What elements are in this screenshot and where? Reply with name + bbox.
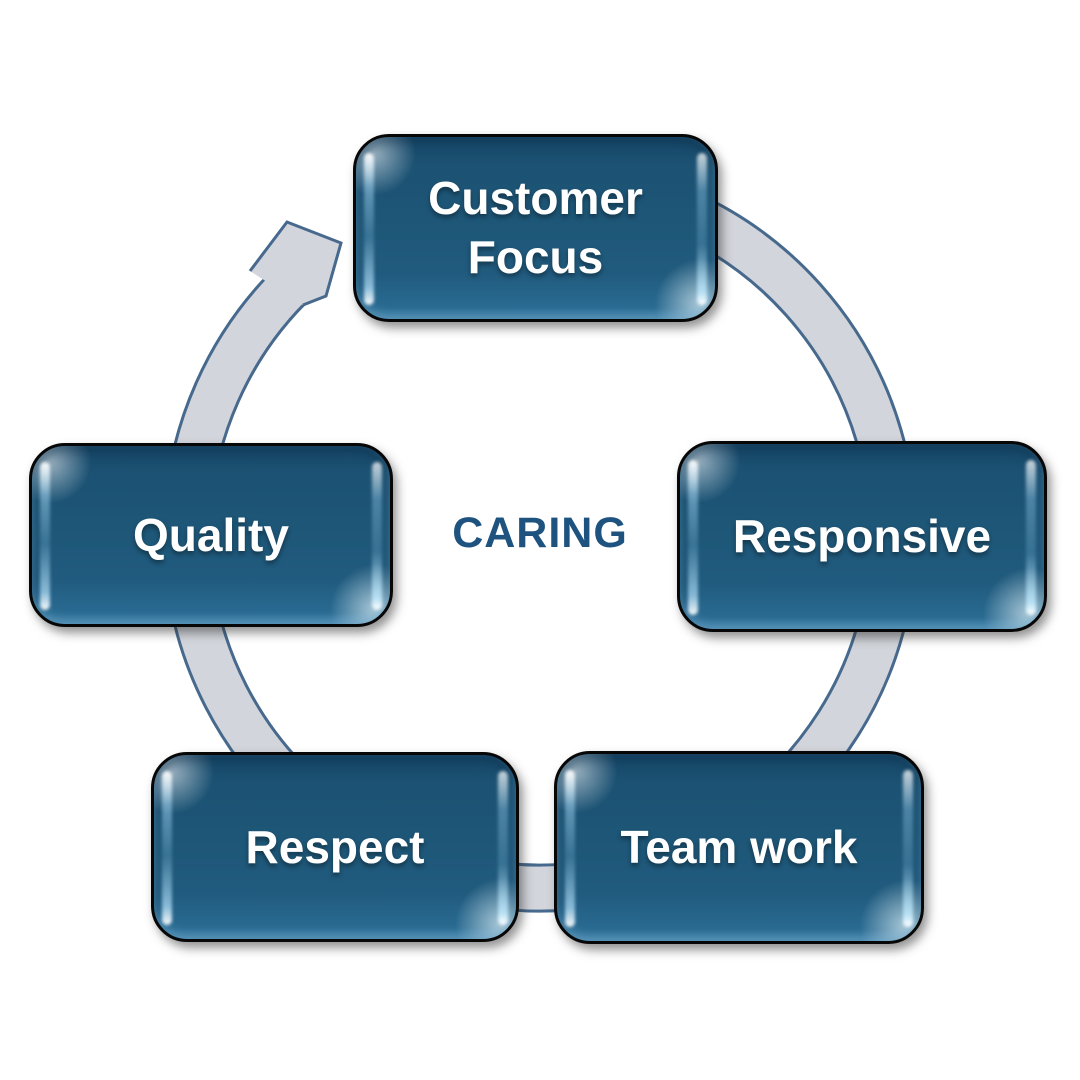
node-responsive: Responsive bbox=[677, 441, 1047, 632]
node-label: Responsive bbox=[732, 510, 992, 563]
node-label: Quality bbox=[133, 508, 289, 561]
node-respect: Respect bbox=[151, 752, 519, 942]
center-label: CARING bbox=[452, 509, 628, 557]
node-label: Respect bbox=[245, 820, 425, 873]
node-label: Team work bbox=[620, 821, 858, 874]
node-label: Customer Focus bbox=[428, 172, 643, 283]
node-customer-focus: Customer Focus bbox=[353, 134, 718, 322]
node-team-work: Team work bbox=[554, 751, 924, 944]
arrowhead-outline bbox=[248, 220, 343, 307]
node-quality: Quality bbox=[29, 443, 393, 627]
